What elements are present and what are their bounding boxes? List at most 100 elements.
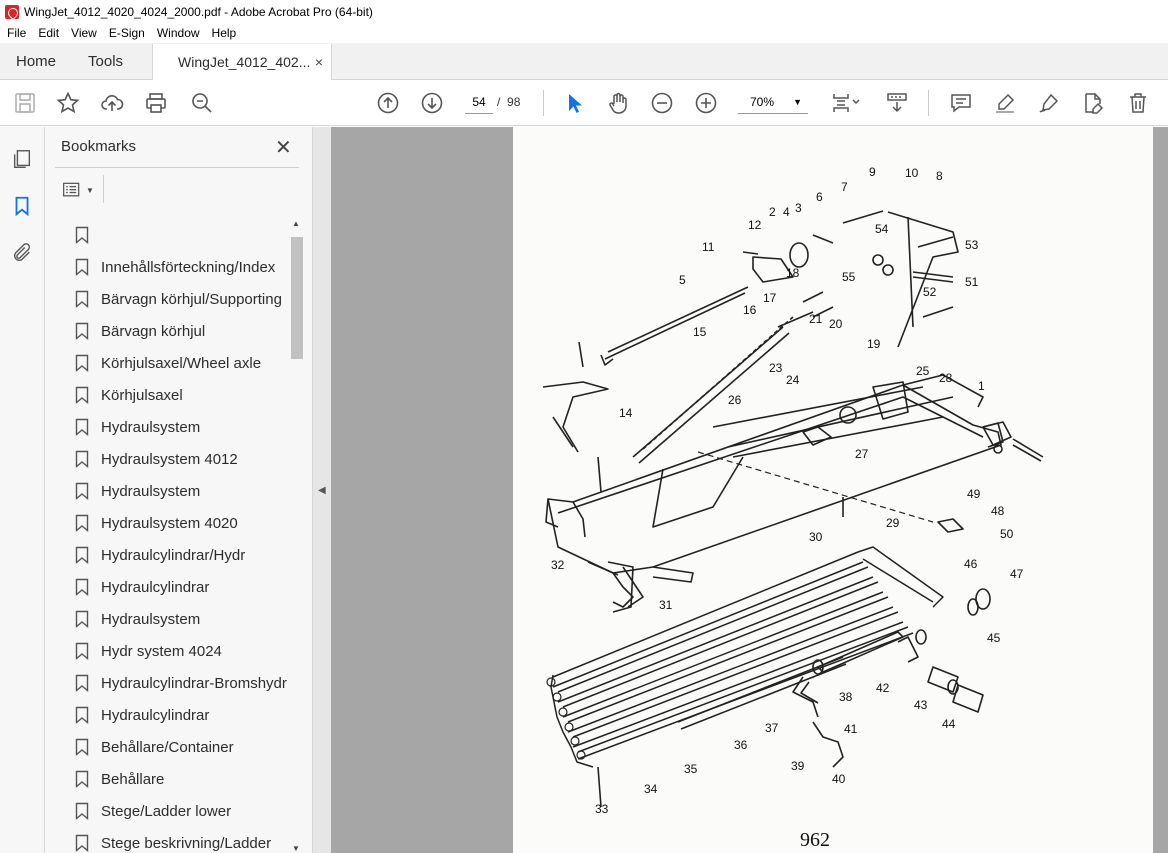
bookmarks-scrollbar[interactable]: ▲ ▼ — [290, 219, 304, 853]
scrollbar-thumb[interactable] — [291, 237, 303, 359]
bookmark-icon — [75, 354, 89, 372]
next-page-icon[interactable] — [419, 90, 445, 116]
part-label: 24 — [786, 373, 800, 387]
part-label: 9 — [869, 165, 876, 179]
document-viewer[interactable]: 1 2 3 4 5 6 7 8 9 10 11 12 14 15 16 17 1… — [331, 127, 1168, 853]
part-label: 40 — [832, 772, 846, 786]
menu-window[interactable]: Window — [156, 26, 200, 40]
close-tab-icon[interactable]: × — [314, 54, 324, 70]
bookmark-label: Behållare — [101, 770, 165, 788]
part-label: 21 — [809, 312, 823, 326]
sign-pen-icon[interactable] — [1036, 90, 1062, 116]
page-number-input[interactable]: 54 — [465, 90, 493, 114]
tab-tools[interactable]: Tools — [72, 43, 139, 79]
part-label: 52 — [923, 285, 937, 299]
bookmark-options-button[interactable]: ▼ — [61, 179, 97, 201]
bookmark-item[interactable]: Stege beskrivning/Ladder — [75, 827, 290, 853]
part-label: 10 — [905, 166, 919, 180]
tab-home-label: Home — [16, 52, 57, 70]
bookmark-icon — [75, 642, 89, 660]
bookmark-item[interactable]: Hydraulcylindrar — [75, 699, 290, 731]
scroll-up-icon[interactable]: ▲ — [292, 219, 300, 228]
bookmark-item[interactable]: Behållare/Container — [75, 731, 290, 763]
part-label: 23 — [769, 361, 783, 375]
select-cursor-icon[interactable] — [561, 90, 587, 116]
menu-file[interactable]: File — [7, 26, 27, 40]
hand-tool-icon[interactable] — [605, 90, 631, 116]
bookmark-icon — [75, 290, 89, 308]
bookmark-item[interactable]: Behållare — [75, 763, 290, 795]
upload-cloud-icon[interactable] — [99, 90, 125, 116]
total-pages: 98 — [507, 95, 521, 109]
bookmark-item[interactable]: Hydraulsystem — [75, 475, 290, 507]
close-panel-icon[interactable]: ✕ — [275, 137, 292, 159]
part-label: 7 — [841, 180, 848, 194]
bookmark-item[interactable]: Hydraulsystem 4012 — [75, 443, 290, 475]
bookmark-item[interactable]: Hydraulsystem — [75, 411, 290, 443]
comment-icon[interactable] — [948, 90, 974, 116]
previous-page-icon[interactable] — [375, 90, 401, 116]
bookmark-item[interactable]: Bärvagn körhjul — [75, 315, 290, 347]
zoom-out-icon[interactable] — [649, 90, 675, 116]
bookmark-icon — [75, 450, 89, 468]
part-label: 26 — [728, 393, 742, 407]
tab-document-label: WingJet_4012_402... — [178, 54, 311, 70]
star-icon[interactable] — [55, 90, 81, 116]
highlight-pen-icon[interactable] — [992, 90, 1018, 116]
part-label: 6 — [816, 190, 823, 204]
tab-home[interactable]: Home — [0, 43, 72, 79]
bookmark-item[interactable]: Hydraulsystem 4020 — [75, 507, 290, 539]
part-label: 38 — [839, 690, 853, 704]
bookmark-icon — [75, 802, 89, 820]
bookmarks-panel-icon[interactable] — [10, 194, 34, 218]
bookmark-item[interactable]: Hydraulcylindrar — [75, 571, 290, 603]
part-label: 18 — [786, 266, 800, 280]
bookmark-item[interactable]: Innehållsförteckning/Index — [75, 251, 290, 283]
bookmark-item[interactable]: Körhjulsaxel/Wheel axle — [75, 347, 290, 379]
zoom-level-dropdown[interactable]: 70%▼ — [738, 90, 808, 114]
toolbar-divider — [543, 90, 544, 116]
bookmark-icon — [75, 770, 89, 788]
edit-document-icon[interactable] — [1080, 90, 1106, 116]
bookmark-label: Hydraulcylindrar — [101, 706, 210, 724]
bookmark-item[interactable]: Körhjulsaxel — [75, 379, 290, 411]
scroll-down-icon[interactable]: ▼ — [292, 844, 300, 853]
part-label: 1 — [978, 379, 985, 393]
page-display-icon[interactable] — [830, 90, 864, 116]
bookmark-item[interactable]: Stege/Ladder lower — [75, 795, 290, 827]
bookmark-item[interactable] — [75, 219, 290, 251]
page-thumbnails-icon[interactable] — [10, 147, 34, 171]
save-icon[interactable] — [12, 90, 38, 116]
part-label: 3 — [795, 201, 802, 215]
bookmark-icon — [75, 674, 89, 692]
bookmark-item[interactable]: Hydraulsystem — [75, 603, 290, 635]
menu-view[interactable]: View — [71, 26, 97, 40]
chevron-left-icon: ◀ — [318, 485, 326, 496]
print-icon[interactable] — [143, 90, 169, 116]
scroll-mode-icon[interactable] — [884, 90, 910, 116]
bookmark-label: Hydraulsystem 4012 — [101, 450, 238, 468]
menu-edit[interactable]: Edit — [38, 26, 60, 40]
tab-document[interactable]: WingJet_4012_402... × — [152, 44, 333, 80]
bookmark-item[interactable]: Hydr system 4024 — [75, 635, 290, 667]
page-count: / 98 — [497, 90, 520, 114]
part-number-labels: 1 2 3 4 5 6 7 8 9 10 11 12 14 15 16 17 1… — [551, 165, 1024, 816]
zoom-in-icon[interactable] — [693, 90, 719, 116]
part-label: 12 — [748, 218, 762, 232]
collapse-panel-handle[interactable]: ◀ — [313, 127, 331, 853]
delete-trash-icon[interactable] — [1125, 90, 1151, 116]
attachments-paperclip-icon[interactable] — [10, 241, 34, 265]
bookmark-icon — [75, 418, 89, 436]
document-scrollbar[interactable] — [1156, 127, 1168, 853]
bookmark-icon — [75, 706, 89, 724]
menu-help[interactable]: Help — [211, 26, 237, 40]
main-toolbar: 54 / 98 70%▼ — [0, 80, 1168, 126]
part-label: 30 — [809, 530, 823, 544]
bookmark-item[interactable]: Hydraulcylindrar/Hydr — [75, 539, 290, 571]
zoom-search-icon[interactable] — [189, 90, 215, 116]
part-label: 15 — [693, 325, 707, 339]
bookmark-item[interactable]: Hydraulcylindrar-Bromshydr — [75, 667, 290, 699]
bookmark-item[interactable]: Bärvagn körhjul/Supporting — [75, 283, 290, 315]
part-label: 42 — [876, 681, 890, 695]
menu-esign[interactable]: E-Sign — [108, 26, 145, 40]
